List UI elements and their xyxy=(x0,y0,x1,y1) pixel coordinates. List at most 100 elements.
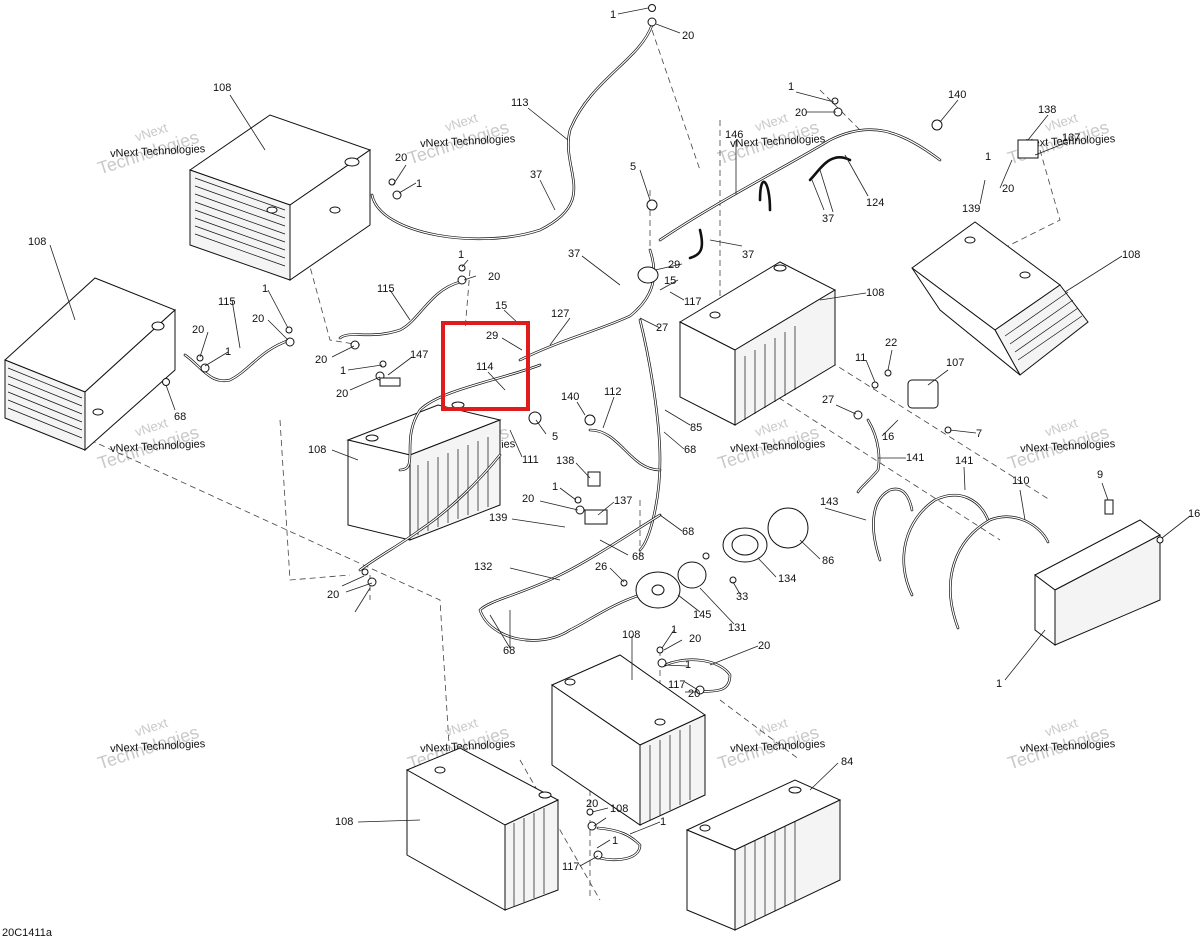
callout-label: 20 xyxy=(586,798,598,810)
callout-label: 20 xyxy=(682,30,694,42)
battery-left xyxy=(4,277,176,452)
callout-label: 1 xyxy=(660,816,666,828)
callout-label: 68 xyxy=(632,551,644,563)
callout-label: 20 xyxy=(795,107,807,119)
callout-label: 115 xyxy=(218,296,236,308)
callout-label: 68 xyxy=(174,411,186,423)
callout-label: 86 xyxy=(822,555,834,567)
callout-label: 137 xyxy=(1062,132,1080,144)
battery-top-left xyxy=(188,114,372,281)
callout-label: 115 xyxy=(377,283,395,295)
callout-label: 68 xyxy=(503,645,515,657)
callout-label: 139 xyxy=(962,203,980,215)
callout-label: 26 xyxy=(595,561,607,573)
callout-label: 20 xyxy=(488,271,500,283)
callout-label: 20 xyxy=(252,313,264,325)
callout-label: 29 xyxy=(486,330,498,342)
battery-center xyxy=(678,261,837,426)
watermark-caption: vNext Technologies xyxy=(1020,438,1116,455)
cables xyxy=(183,23,1050,862)
watermark-caption: vNext Technologies xyxy=(420,738,516,755)
callout-label: 117 xyxy=(562,861,580,873)
callout-label: 108 xyxy=(622,629,640,641)
callout-label: 132 xyxy=(474,561,492,573)
callout-label: 1 xyxy=(225,346,231,358)
callout-label: 68 xyxy=(684,444,696,456)
highlight-box xyxy=(441,321,530,411)
drawing-id: 20C1411a xyxy=(2,927,52,939)
callout-label: 138 xyxy=(1038,104,1056,116)
callout-label: 141 xyxy=(906,452,924,464)
callout-label: 108 xyxy=(866,287,884,299)
callout-leaders xyxy=(49,7,1191,867)
battery-right xyxy=(911,221,1089,376)
callout-label: 11 xyxy=(855,352,866,364)
callout-label: 37 xyxy=(568,248,580,260)
callout-label: 141 xyxy=(955,455,973,467)
callout-label: 140 xyxy=(561,391,579,403)
module-box xyxy=(1034,519,1161,646)
hardware-parts xyxy=(162,4,1164,860)
callout-label: 108 xyxy=(1122,249,1140,261)
battery-bottom-center xyxy=(550,654,706,826)
watermark-caption: vNext Technologies xyxy=(1020,738,1116,755)
callout-label: 20 xyxy=(327,589,339,601)
callout-label: 1 xyxy=(985,151,991,163)
callout-label: 1 xyxy=(612,835,618,847)
callout-label: 108 xyxy=(610,803,628,815)
callout-label: 131 xyxy=(728,622,746,634)
callout-label: 113 xyxy=(511,97,529,109)
callout-label: 16 xyxy=(882,431,894,443)
callout-label: 29 xyxy=(668,259,680,271)
callout-label: 127 xyxy=(551,308,569,320)
callout-label: 114 xyxy=(476,361,494,373)
callout-label: 1 xyxy=(340,365,346,377)
callout-label: 27 xyxy=(656,322,668,334)
callout-label: 5 xyxy=(630,161,636,173)
callout-label: 9 xyxy=(1097,469,1103,481)
callout-label: 138 xyxy=(556,455,574,467)
callout-label: 108 xyxy=(308,444,326,456)
watermark-caption: vNext Technologies xyxy=(110,738,206,755)
callout-label: 16 xyxy=(1188,508,1200,520)
callout-label: 37 xyxy=(530,169,542,181)
callout-label: 20 xyxy=(192,324,204,336)
battery-center-left xyxy=(346,401,502,541)
callout-label: 33 xyxy=(736,591,748,603)
callout-label: 1 xyxy=(458,249,464,261)
callout-label: 22 xyxy=(885,337,897,349)
watermark-caption: vNext Technologies xyxy=(730,738,826,755)
callout-labels: 1 20 108 113 20 1 37 146 1 20 140 138 13… xyxy=(28,9,1200,873)
callout-label: 1 xyxy=(685,659,691,671)
callout-label: 137 xyxy=(614,495,632,507)
callout-label: 145 xyxy=(693,609,711,621)
callout-label: 124 xyxy=(866,197,884,209)
callout-label: 84 xyxy=(841,756,853,768)
callout-label: 107 xyxy=(946,357,964,369)
callout-label: 7 xyxy=(976,428,982,440)
watermark-caption: vNext Technologies xyxy=(730,438,826,455)
callout-label: 143 xyxy=(820,496,838,508)
callout-label: 108 xyxy=(335,816,353,828)
callout-label: 5 xyxy=(552,431,558,443)
callout-label: 1 xyxy=(996,678,1002,690)
callout-label: 147 xyxy=(410,349,428,361)
callout-label: 111 xyxy=(522,454,539,466)
battery-bottom-left xyxy=(405,747,560,911)
callout-label: 20 xyxy=(689,633,701,645)
callout-label: 37 xyxy=(742,249,754,261)
callout-label: 20 xyxy=(1002,183,1014,195)
callout-label: 20 xyxy=(758,640,770,652)
callout-label: 85 xyxy=(690,422,702,434)
callout-label: 27 xyxy=(822,394,834,406)
watermark-caption: vNext Technologies xyxy=(730,133,826,150)
callout-label: 20 xyxy=(395,152,407,164)
watermark-caption: vNext Technologies xyxy=(420,133,516,150)
callout-label: 1 xyxy=(552,481,558,493)
callout-label: 1 xyxy=(788,81,794,93)
callout-label: 15 xyxy=(664,275,676,287)
callout-label: 139 xyxy=(489,512,507,524)
callout-label: 140 xyxy=(948,89,966,101)
watermark-caption: vNext Technologies xyxy=(1020,133,1116,150)
callout-label: 20 xyxy=(315,354,327,366)
